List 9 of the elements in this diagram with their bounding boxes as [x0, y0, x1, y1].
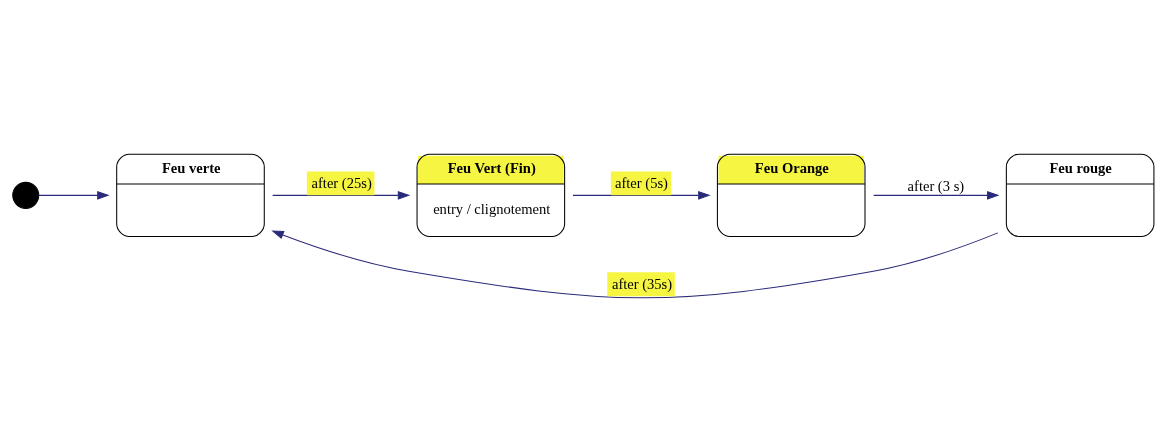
node-circle: [12, 181, 40, 209]
arrow: [38, 191, 110, 200]
arrow: [272, 191, 411, 200]
edge-label: after (5s): [615, 174, 668, 191]
arrow: [572, 191, 711, 200]
edge-label: after (3 s): [907, 178, 965, 195]
edge-label: after (25s): [311, 174, 372, 191]
arrow: [873, 191, 1000, 200]
edge-label: after (35s): [611, 275, 673, 292]
